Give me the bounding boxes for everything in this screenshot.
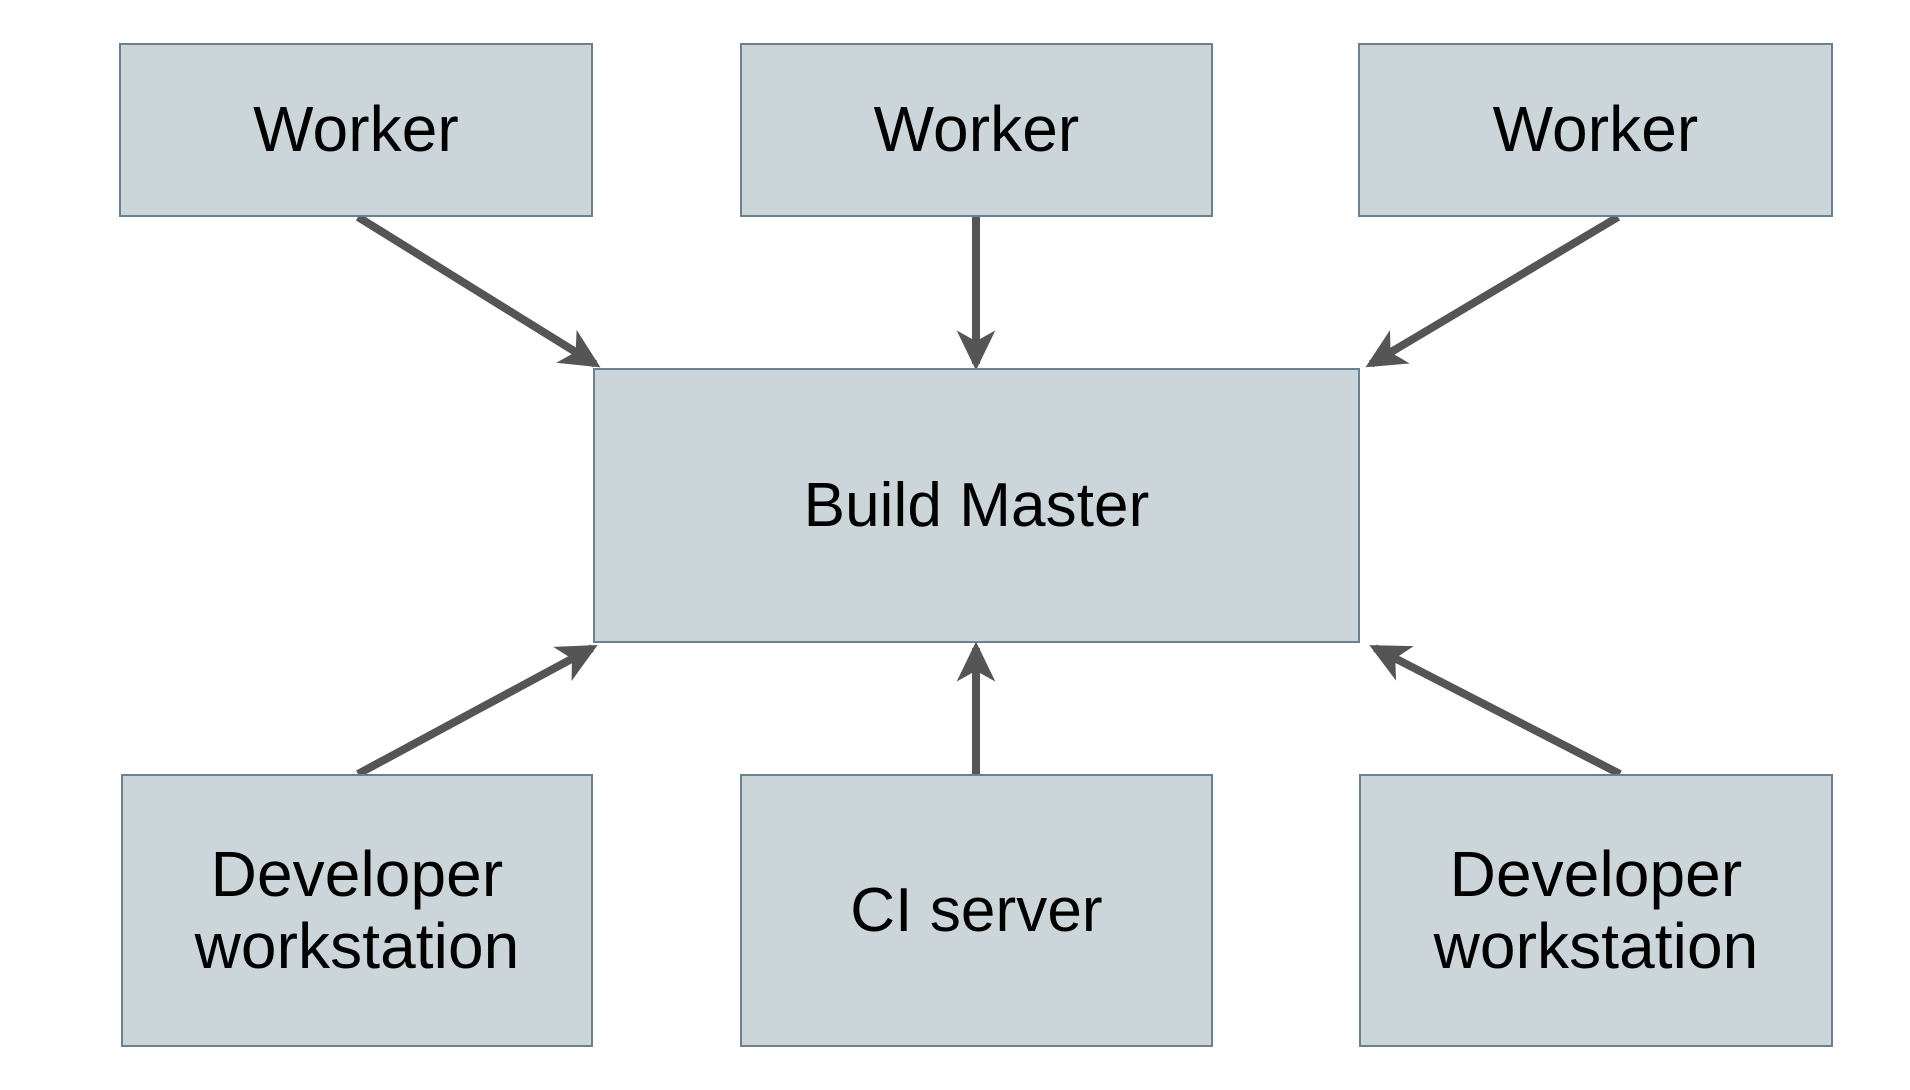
- node-label-worker-3: Worker: [1492, 93, 1699, 166]
- node-build-master[interactable]: Build Master: [593, 368, 1360, 643]
- edge-worker-3-to-build-master: [1365, 213, 1621, 368]
- node-ci-server[interactable]: CI server: [740, 774, 1213, 1047]
- node-worker-1[interactable]: Worker: [119, 43, 593, 217]
- node-label-ci-server: CI server: [850, 875, 1103, 945]
- node-dev-workstation-right[interactable]: Developer workstation: [1359, 774, 1833, 1047]
- node-worker-2[interactable]: Worker: [740, 43, 1213, 217]
- node-label-worker-2: Worker: [873, 93, 1080, 166]
- node-label-dev-workstation-right: Developer workstation: [1433, 837, 1759, 982]
- node-label-build-master: Build Master: [803, 470, 1150, 540]
- node-label-dev-workstation-left: Developer workstation: [194, 837, 520, 982]
- edge-worker-1-to-build-master: [355, 213, 601, 368]
- node-worker-3[interactable]: Worker: [1358, 43, 1833, 217]
- edge-dev-workstation-left-to-build-master: [356, 644, 598, 778]
- node-label-worker-1: Worker: [253, 93, 459, 166]
- edge-dev-workstation-right-to-build-master: [1369, 644, 1622, 778]
- node-dev-workstation-left[interactable]: Developer workstation: [121, 774, 593, 1047]
